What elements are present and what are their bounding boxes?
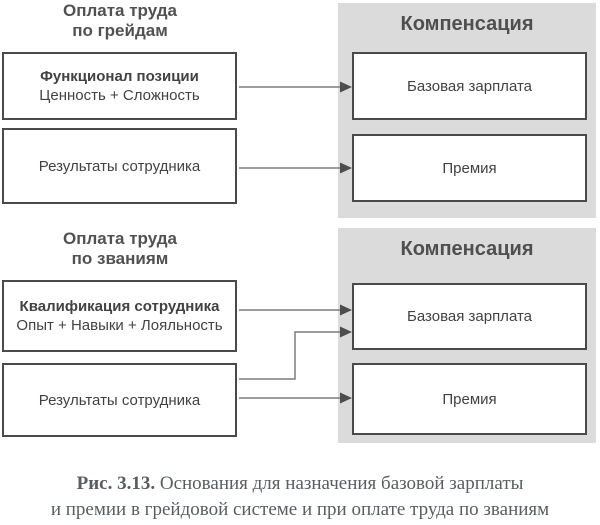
box-employee-results-ranks-title: Результаты сотрудника	[38, 391, 201, 409]
section-heading-grades-line1: Оплата труда	[62, 1, 177, 20]
box-position-functionality-subtitle: Ценность + Сложность	[39, 87, 200, 104]
box-position-functionality: Функционал позиции Ценность + Сложность	[2, 52, 237, 120]
box-employee-qualification-title: Квалификация сотрудника	[19, 298, 220, 315]
compensation-panel-ranks: Компенсация Базовая зарплата Премия	[338, 228, 596, 443]
figure-caption-number: Рис. 3.13.	[76, 473, 156, 494]
box-position-functionality-title: Функционал позиции	[40, 68, 199, 85]
box-base-salary-grades: Базовая зарплата	[352, 52, 587, 120]
section-heading-grades-line2: по грейдам	[72, 21, 168, 40]
box-employee-results-ranks: Результаты сотрудника	[2, 363, 237, 437]
section-heading-ranks-line1: Оплата труда	[62, 229, 177, 248]
compensation-panel-grades-heading: Компенсация	[400, 13, 534, 35]
box-bonus-ranks: Премия	[352, 363, 587, 435]
box-employee-results-grades: Результаты сотрудника	[2, 128, 237, 204]
figure-caption-line1: Основания для назначения базовой зарплат…	[159, 473, 524, 494]
connector-results-to-base-ranks	[239, 331, 341, 380]
figure-caption-line2: и премии в грейдовой системе и при оплат…	[50, 499, 550, 520]
figure-caption: Рис. 3.13. Основания для назначения базо…	[0, 471, 600, 523]
compensation-panel-ranks-heading: Компенсация	[400, 238, 534, 260]
section-heading-grades: Оплата труда по грейдам	[0, 1, 240, 41]
section-heading-ranks: Оплата труда по званиям	[0, 229, 240, 269]
box-base-salary-ranks: Базовая зарплата	[352, 283, 587, 350]
compensation-panel-grades: Компенсация Базовая зарплата Премия	[338, 3, 596, 218]
box-bonus-grades: Премия	[352, 134, 587, 202]
box-employee-results-grades-title: Результаты сотрудника	[38, 157, 201, 175]
box-employee-qualification-subtitle: Опыт + Навыки + Лояльность	[16, 317, 223, 334]
section-heading-ranks-line2: по званиям	[71, 249, 169, 268]
box-employee-qualification: Квалификация сотрудника Опыт + Навыки + …	[2, 280, 237, 352]
